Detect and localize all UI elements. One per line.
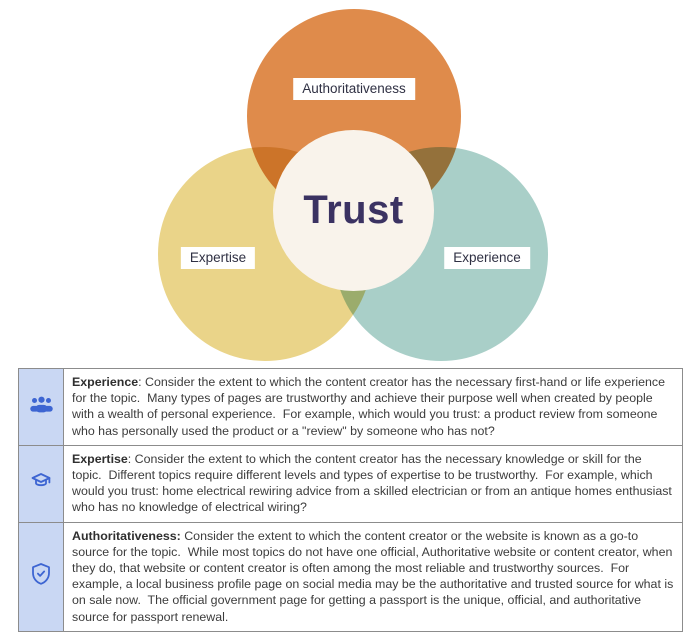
authoritativeness-definition-text: Consider the extent to which the content… [72, 528, 677, 624]
experience-term: Experience [72, 375, 139, 389]
experience-definition-text: : Consider the extent to which the conte… [72, 375, 669, 438]
authoritativeness-definition-cell: Authoritativeness: Consider the extent t… [63, 521, 683, 632]
graduation-cap-icon [29, 469, 53, 493]
expertise-definition-cell: Expertise: Consider the extent to which … [63, 444, 683, 523]
experience-icon-cell [18, 368, 64, 446]
expertise-definition-text: : Consider the extent to which the conte… [72, 451, 676, 515]
eeat-venn-diagram: Trust Authoritativeness Expertise Experi… [158, 9, 548, 361]
venn-trust-circle: Trust [273, 130, 434, 291]
table-row-authoritativeness: Authoritativeness: Consider the extent t… [18, 521, 683, 632]
shield-check-icon [30, 562, 52, 586]
expertise-term: Expertise [72, 451, 128, 466]
venn-label-experience: Experience [444, 247, 530, 269]
expertise-icon-cell [18, 444, 64, 523]
venn-label-expertise: Expertise [180, 247, 256, 269]
venn-trust-label: Trust [303, 188, 404, 232]
experience-definition-cell: Experience: Consider the extent to which… [63, 368, 683, 446]
table-row-expertise: Expertise: Consider the extent to which … [18, 444, 683, 523]
eeat-definitions-table: Experience: Consider the extent to which… [18, 368, 683, 632]
authoritativeness-icon-cell [18, 521, 64, 632]
venn-label-authoritativeness: Authoritativeness [293, 78, 415, 100]
table-row-experience: Experience: Consider the extent to which… [18, 368, 683, 446]
people-group-icon [29, 395, 54, 414]
authoritativeness-term: Authoritativeness: [72, 528, 181, 543]
